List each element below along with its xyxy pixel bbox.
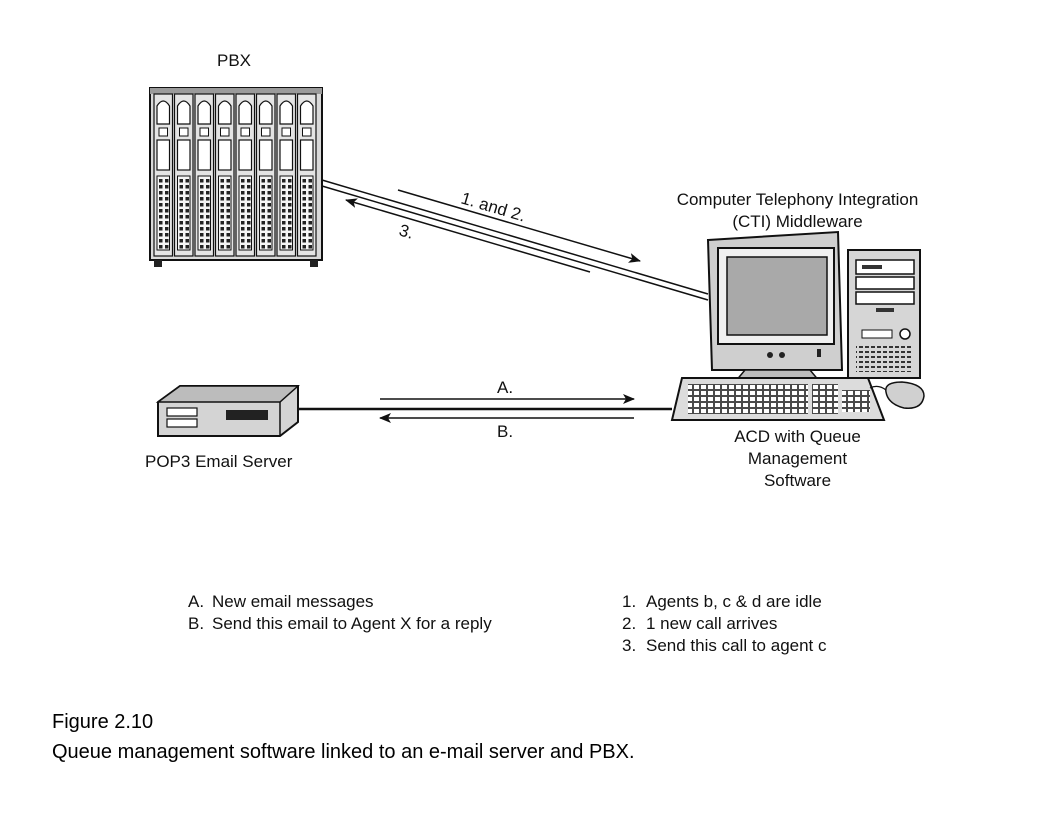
- legend-key: B.: [188, 614, 205, 633]
- legend-text: Agents b, c & d are idle: [646, 592, 822, 611]
- message-arrows: [345, 189, 641, 423]
- pbx-card: [173, 93, 194, 257]
- email-server-icon: [155, 385, 300, 437]
- pbx-card: [214, 93, 235, 257]
- pbx-card: [194, 93, 215, 257]
- legend-key: A.: [188, 592, 205, 611]
- legend-item: 3. Send this call to agent c: [622, 635, 827, 657]
- pop3-label: POP3 Email Server: [145, 452, 293, 471]
- legend-letters: A. New email messages B. Send this email t…: [188, 591, 492, 635]
- arrow-label-3: 3.: [397, 221, 416, 243]
- legend-item: A. New email messages: [188, 591, 492, 613]
- acd-label-line3: Software: [763, 471, 832, 490]
- figure-caption: Queue management software linked to an e…: [52, 741, 635, 763]
- legend-item: 2. 1 new call arrives: [622, 613, 827, 635]
- cti-label-line2: (CTI) Middleware: [732, 212, 863, 231]
- arrow-label-a: A.: [497, 378, 513, 397]
- pbx-card: [255, 93, 276, 257]
- arrow-pbx-to-cti: [397, 189, 641, 263]
- acd-label: ACD with Queue Management Software: [710, 426, 885, 492]
- cti-label: Computer Telephony Integration (CTI) Mid…: [655, 189, 940, 233]
- legend-key: 2.: [622, 614, 637, 633]
- legend-text: Send this email to Agent X for a reply: [212, 614, 492, 633]
- pbx-label: PBX: [217, 51, 252, 70]
- pbx-card: [296, 93, 317, 257]
- legend-text: 1 new call arrives: [646, 614, 778, 633]
- arrow-label-1-and-2: 1. and 2.: [459, 189, 528, 226]
- legend-text: Send this call to agent c: [646, 636, 827, 655]
- cti-label-line1: Computer Telephony Integration: [676, 190, 919, 209]
- legend-item: B. Send this email to Agent X for a reply: [188, 613, 492, 635]
- legend-text: New email messages: [212, 592, 374, 611]
- figure-number: Figure 2.10: [52, 711, 154, 733]
- pbx-card: [276, 93, 297, 257]
- arrow-label-b: B.: [497, 422, 513, 441]
- connection-cables: [298, 179, 709, 411]
- acd-label-line2: Management: [747, 449, 848, 468]
- acd-label-line1: ACD with Queue: [734, 427, 861, 446]
- computer-workstation-icon: [670, 230, 925, 421]
- pbx-card: [153, 93, 174, 257]
- legend-item: 1. Agents b, c & d are idle: [622, 591, 827, 613]
- legend-key: 1.: [622, 592, 637, 611]
- legend-key: 3.: [622, 636, 637, 655]
- pbx-card: [235, 93, 256, 257]
- arrow-cti-to-pbx: [345, 198, 591, 273]
- legend-numbers: 1. Agents b, c & d are idle 2. 1 new call …: [622, 591, 827, 657]
- pbx-card-slots: [153, 93, 317, 257]
